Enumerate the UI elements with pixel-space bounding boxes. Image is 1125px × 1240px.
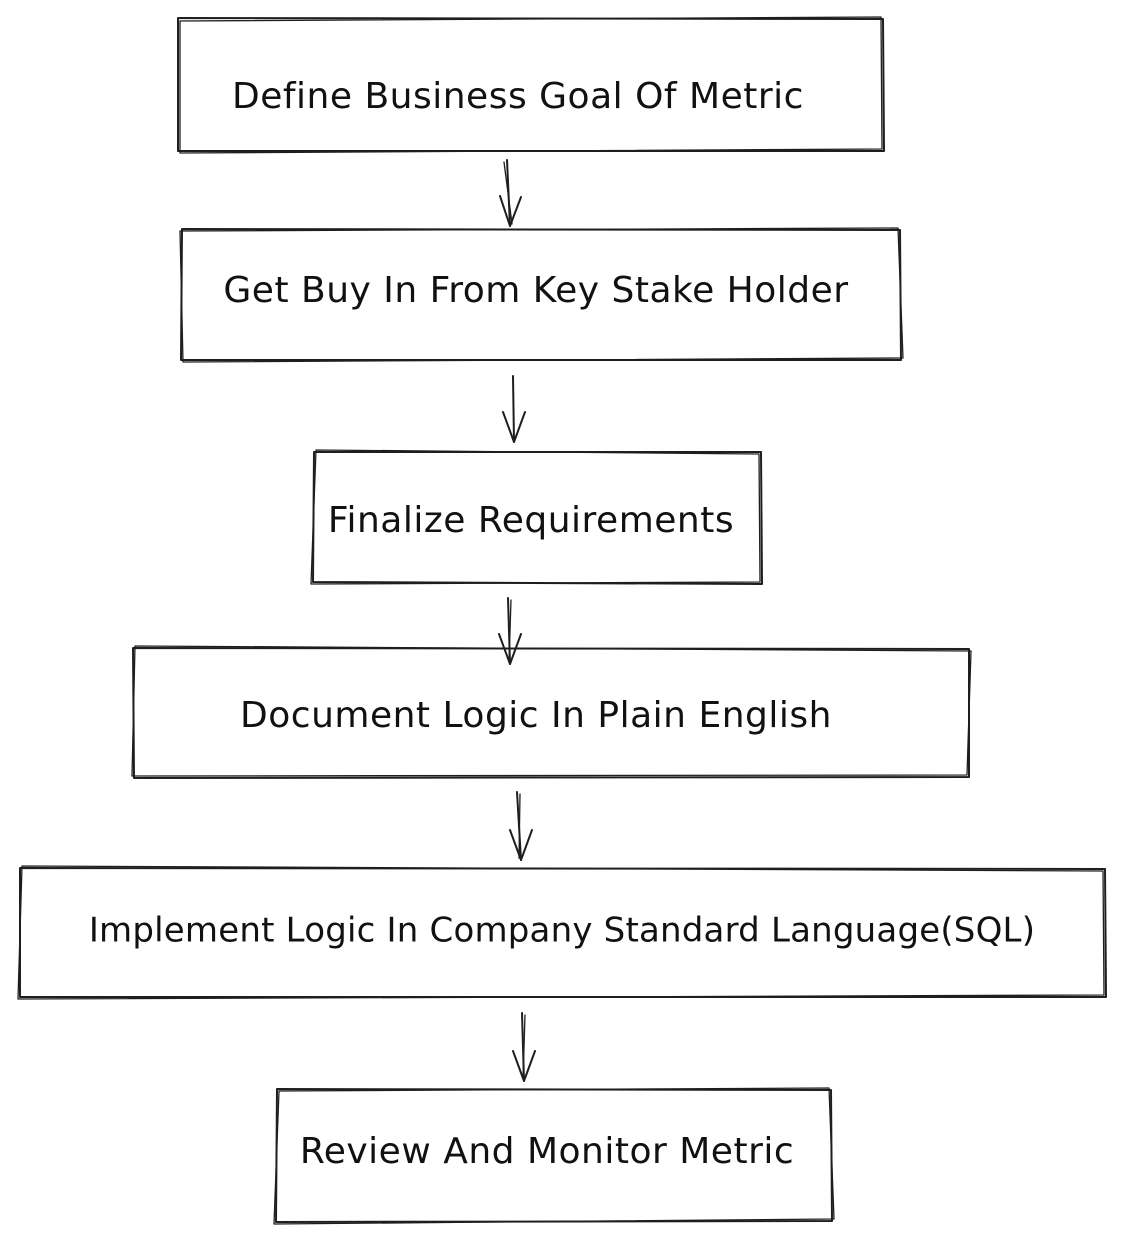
step-box-stakeholder-buy-in[interactable]: Get Buy In From Key Stake Holder (179, 227, 904, 363)
step-box-finalize-requirements[interactable]: Finalize Requirements (310, 449, 763, 585)
arrow-down-icon (499, 159, 522, 227)
arrow-down-icon (498, 597, 522, 665)
step-label: Document Logic In Plain English (240, 695, 832, 736)
step-label: Implement Logic In Company Standard Lang… (89, 911, 1035, 951)
step-label: Review And Monitor Metric (300, 1131, 794, 1172)
step-box-implement-sql[interactable]: Implement Logic In Company Standard Lang… (17, 865, 1107, 1000)
arrow-down-icon (509, 791, 533, 861)
arrow-down-icon (512, 1012, 536, 1082)
step-label: Define Business Goal Of Metric (232, 76, 804, 117)
step-box-document-logic[interactable]: Document Logic In Plain English (131, 645, 972, 779)
step-box-review-monitor[interactable]: Review And Monitor Metric (273, 1087, 835, 1225)
arrow-down-icon (502, 375, 526, 443)
step-label: Finalize Requirements (328, 500, 734, 541)
step-label: Get Buy In From Key Stake Holder (223, 270, 848, 311)
step-box-define-goal[interactable]: Define Business Goal Of Metric (177, 16, 885, 154)
